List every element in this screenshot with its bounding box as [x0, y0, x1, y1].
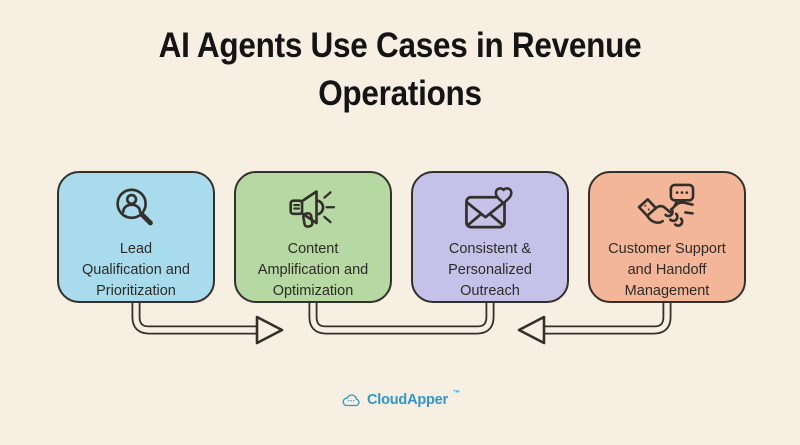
card-label: Content Amplification and Optimization — [257, 241, 369, 299]
card-label: Lead Qualification and Prioritization — [81, 241, 190, 299]
trademark-symbol: ™ — [452, 390, 460, 397]
handshake-chat-icon — [636, 181, 698, 237]
card-lead-qualification: Lead Qualification and Prioritization — [57, 171, 215, 303]
card-personalized-outreach: Consistent & Personalized Outreach — [411, 171, 569, 303]
card-customer-support: Customer Support and Handoff Management — [588, 171, 746, 303]
brand-name: CloudApper — [367, 392, 448, 408]
card-label: Customer Support and Handoff Management — [608, 241, 726, 299]
page-title: AI Agents Use Cases in Revenue Operation… — [158, 26, 642, 113]
card-content-amplification: Content Amplification and Optimization — [234, 171, 392, 303]
connector-card2-to-card3 — [308, 294, 495, 335]
brand-logo: CloudApper ™ — [0, 389, 800, 411]
mail-heart-icon — [461, 181, 519, 237]
cloud-logo-icon — [342, 394, 360, 407]
arrow-card4-to-card3 — [517, 294, 672, 345]
person-magnifier-icon — [108, 181, 164, 237]
arrow-card1-to-card2 — [131, 294, 284, 345]
card-label: Consistent & Personalized Outreach — [448, 241, 532, 299]
megaphone-icon — [285, 181, 341, 237]
